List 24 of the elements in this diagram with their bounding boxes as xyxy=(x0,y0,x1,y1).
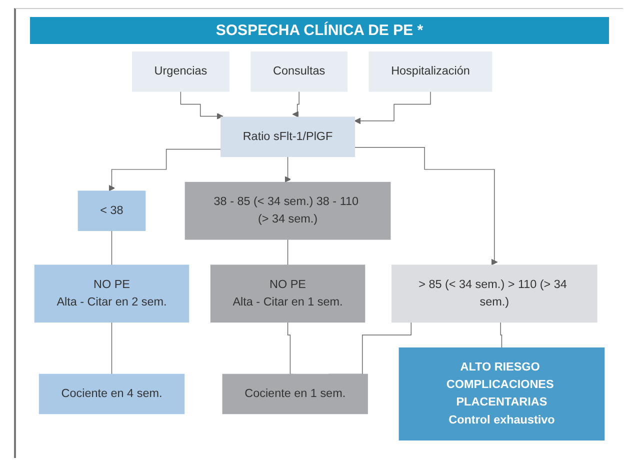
node-box: ALTO RIESGO COMPLICACIONES PLACENTARIAS Control exhaustivo xyxy=(398,347,605,440)
node-box: Consultas xyxy=(250,52,348,92)
arrow xyxy=(180,91,224,120)
title-banner: SOSPECHA CLÍNICA DE PE * xyxy=(30,17,609,44)
connector xyxy=(287,239,288,266)
node-box: Hospitalización xyxy=(368,52,492,92)
connector xyxy=(111,322,112,375)
node-box: < 38 xyxy=(78,190,146,231)
node-box: > 85 (< 34 sem.) > 110 (> 34 sem.) xyxy=(391,264,598,323)
arrow xyxy=(108,148,222,192)
node-box: 38 - 85 (< 34 sem.) 38 - 110 (> 34 sem.) xyxy=(184,182,391,240)
node-box: NO PE Alta - Citar en 1 sem. xyxy=(210,264,366,323)
connector xyxy=(111,230,112,266)
arrow xyxy=(292,91,300,118)
node-box: Urgencias xyxy=(132,52,230,92)
arrow xyxy=(284,156,291,183)
connector xyxy=(287,322,293,375)
node-box: Cociente en 4 sem. xyxy=(38,374,185,414)
node-box: Ratio sFlt-1/PlGF xyxy=(220,116,356,157)
connector xyxy=(499,322,502,348)
arrow xyxy=(354,91,431,124)
arrow xyxy=(354,147,498,266)
node-box: Cociente en 1 sem. xyxy=(222,374,368,414)
node-box: NO PE Alta - Citar en 2 sem. xyxy=(34,264,190,323)
